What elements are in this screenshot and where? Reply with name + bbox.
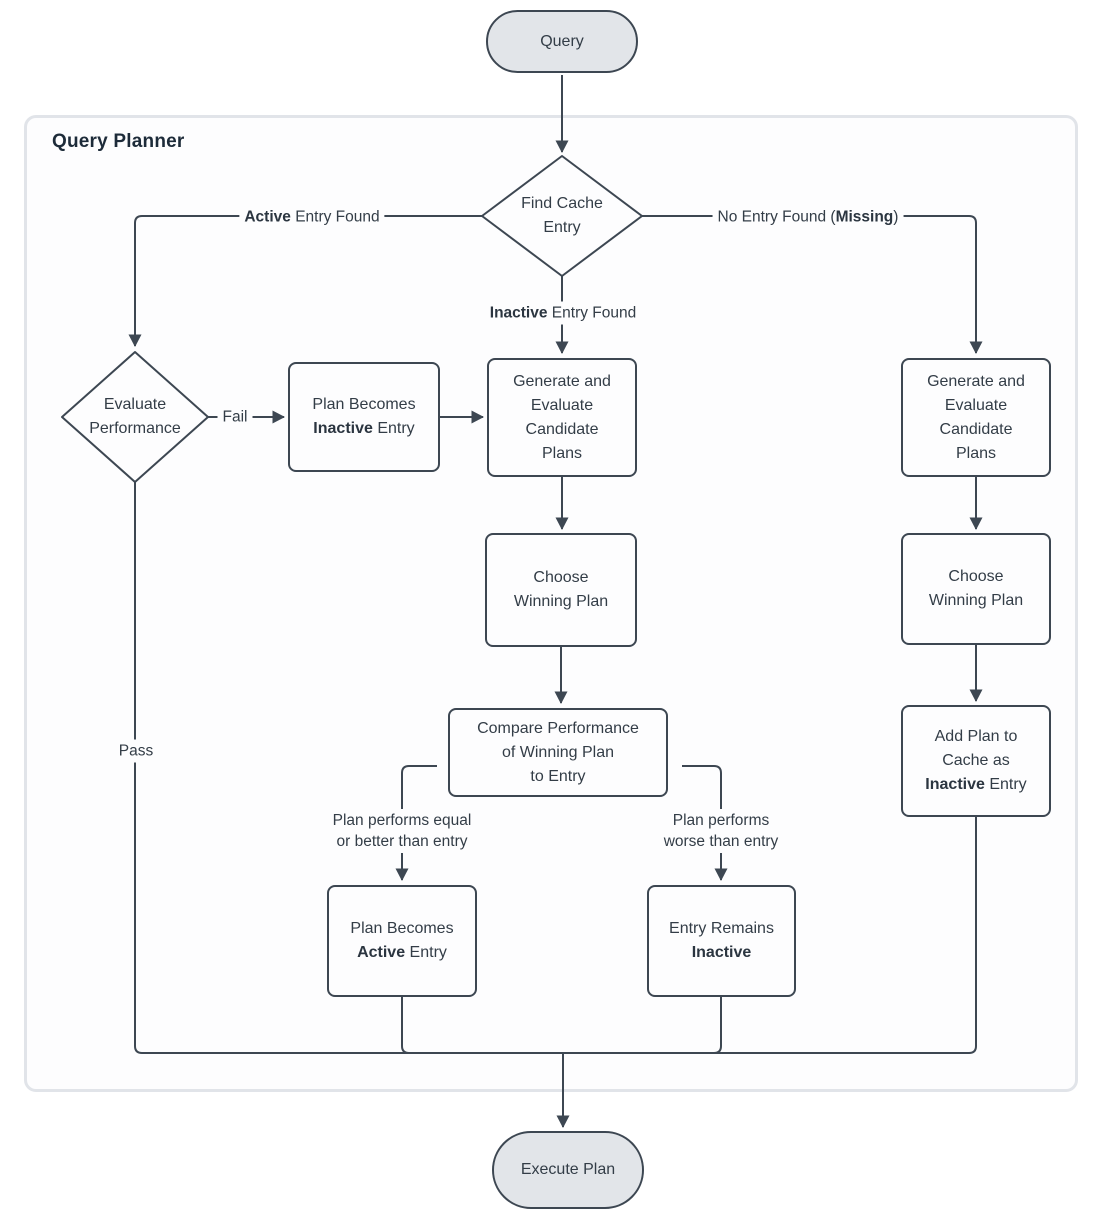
generate-right-line-1: Generate and <box>927 372 1025 390</box>
node-execute-plan: Execute Plan <box>492 1131 644 1209</box>
choose-mid-line-2: Winning Plan <box>513 593 609 610</box>
node-execute-plan-label: Execute Plan <box>520 1161 616 1178</box>
plan-inactive-line-1: Plan Becomes <box>312 396 416 413</box>
node-add-plan-to-cache: Add Plan to Cache as Inactive Entry <box>901 705 1051 817</box>
node-choose-winning-right: Choose Winning Plan <box>901 533 1051 645</box>
generate-mid-line-2: Evaluate <box>530 396 594 414</box>
edge-label-active-entry-found: Active Entry Found <box>239 205 385 229</box>
edge-addplan-to-bus <box>563 817 977 1054</box>
entry-remains-line-2: Inactive <box>691 944 752 961</box>
edge-inactive-outcome-to-bus <box>563 997 722 1054</box>
worse-line-2: worse than entry <box>663 833 779 850</box>
edge-active-outcome-to-bus <box>401 997 563 1054</box>
generate-right-line-3: Candidate <box>939 420 1013 438</box>
node-generate-candidates-right: Generate and Evaluate Candidate Plans <box>901 358 1051 477</box>
evaluate-line-2: Performance <box>89 420 181 437</box>
generate-right-line-4: Plans <box>955 444 997 462</box>
plan-inactive-line-2: Inactive Entry <box>313 420 415 437</box>
edge-no-entry-found <box>642 215 983 354</box>
add-plan-line-3: Inactive Entry <box>925 776 1027 793</box>
evaluate-line-1: Evaluate <box>103 396 167 413</box>
entry-remains-line-1: Entry Remains <box>669 920 774 937</box>
worse-line-1: Plan performs <box>672 812 770 829</box>
node-choose-winning-mid: Choose Winning Plan <box>485 533 637 647</box>
node-query: Query <box>486 10 638 73</box>
compare-line-2: of Winning Plan <box>501 743 615 761</box>
compare-line-3: to Entry <box>530 767 586 785</box>
node-query-label: Query <box>540 32 584 50</box>
edge-label-worse: Plan performs worse than entry <box>658 809 784 853</box>
choose-mid-line-1: Choose <box>533 569 589 586</box>
evaluate-performance-diamond <box>61 351 209 483</box>
node-evaluate-performance: Evaluate Performance <box>55 389 215 445</box>
edge-pass-to-bus <box>134 482 563 1054</box>
edge-label-equal-or-better: Plan performs equal or better than entry <box>327 809 477 853</box>
node-entry-remains-inactive: Entry Remains Inactive <box>647 885 796 997</box>
find-cache-line-1: Find Cache <box>521 195 603 212</box>
equal-or-better-line-1: Plan performs equal <box>332 812 472 829</box>
plan-active-line-1: Plan Becomes <box>350 920 454 937</box>
find-cache-entry-diamond <box>481 155 643 277</box>
generate-mid-line-1: Generate and <box>513 372 611 390</box>
edge-label-fail: Fail <box>217 405 253 429</box>
query-planner-title: Query Planner <box>52 131 185 152</box>
node-generate-candidates-mid: Generate and Evaluate Candidate Plans <box>487 358 637 477</box>
find-cache-line-2: Entry <box>543 219 581 236</box>
plan-active-line-2: Active Entry <box>357 944 447 961</box>
edge-label-inactive-entry-found: Inactive Entry Found <box>484 301 642 325</box>
generate-mid-line-4: Plans <box>541 444 583 462</box>
edge-label-pass: Pass <box>113 739 159 763</box>
choose-right-line-2: Winning Plan <box>928 592 1024 609</box>
edge-worse <box>682 765 728 881</box>
edge-equal-or-better <box>395 765 437 881</box>
generate-right-line-2: Evaluate <box>944 396 1008 414</box>
compare-line-1: Compare Performance <box>477 719 639 737</box>
equal-or-better-line-2: or better than entry <box>336 833 468 850</box>
add-plan-line-2: Cache as <box>942 752 1010 769</box>
generate-mid-line-3: Candidate <box>525 420 599 438</box>
edge-label-no-entry-found: No Entry Found (Missing) <box>712 205 904 229</box>
edge-active-entry-found <box>128 215 482 347</box>
add-plan-line-1: Add Plan to <box>934 728 1018 745</box>
node-plan-becomes-active: Plan Becomes Active Entry <box>327 885 477 997</box>
node-plan-becomes-inactive: Plan Becomes Inactive Entry <box>288 362 440 472</box>
node-compare-performance: Compare Performance of Winning Plan to E… <box>448 708 668 797</box>
node-find-cache-entry: Find Cache Entry <box>482 188 642 244</box>
choose-right-line-1: Choose <box>948 568 1004 585</box>
